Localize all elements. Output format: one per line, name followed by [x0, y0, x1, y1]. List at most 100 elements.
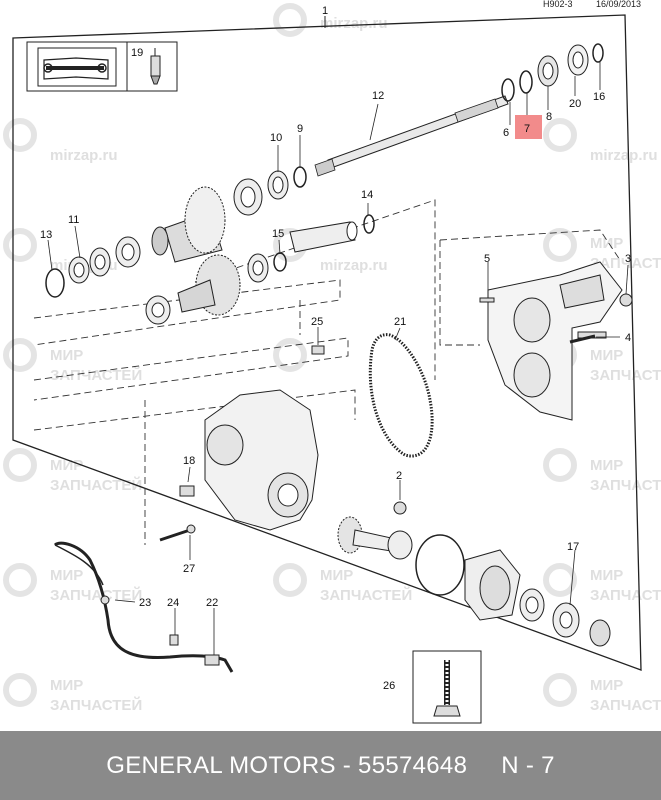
watermark-line2: ЗАПЧАСТЕЙ [50, 366, 142, 384]
brand-name: GENERAL MOTORS [106, 751, 336, 779]
bolt-detail-box [412, 650, 482, 724]
output-cover [464, 549, 521, 621]
gasket-21 [368, 333, 434, 458]
part-number: 55574648 [358, 751, 468, 779]
sensor-23 [100, 595, 110, 605]
callout-1: 1 [322, 5, 328, 17]
callout-26: 26 [383, 680, 395, 692]
callout-23: 23 [139, 597, 151, 609]
watermark-line2: ЗАПЧАСТЕЙ [50, 476, 142, 494]
lubricant-reference-box: 19 [26, 41, 178, 92]
watermark-line1: МИР [590, 235, 623, 252]
service-manual-icon [37, 47, 117, 87]
flange-nut [589, 619, 611, 647]
leader-lines [47, 62, 629, 655]
watermark-site: mirzap.ru [590, 147, 658, 164]
callout-4: 4 [625, 332, 631, 344]
ring-6 [501, 78, 515, 102]
callout-7: 7 [524, 123, 530, 135]
callout-2: 2 [396, 470, 402, 482]
callout-21: 21 [394, 316, 406, 328]
separator: - [342, 751, 352, 779]
assembly-frame [12, 14, 642, 671]
callout-14: 14 [361, 189, 373, 201]
ring-13 [45, 268, 65, 298]
ring-16 [592, 43, 604, 63]
bearing-11a [68, 256, 90, 284]
watermark-site: mirzap.ru [320, 15, 388, 32]
callout-27: 27 [183, 563, 195, 575]
rear-housing [479, 261, 633, 421]
diagram-date: 16/09/2013 [596, 0, 641, 9]
bearing-20 [567, 44, 589, 76]
diagram-reference: N - 7 [501, 751, 555, 779]
part-info-banner: GENERAL MOTORS - 55574648 N - 7 [0, 731, 661, 800]
watermark-line1: МИР [50, 567, 83, 584]
watermark-site: mirzap.ru [50, 147, 118, 164]
grease-tube-icon [150, 48, 161, 85]
callout-19: 19 [131, 47, 143, 59]
bolt-27 [159, 524, 196, 542]
watermark-line1: МИР [590, 347, 623, 364]
watermark-line1: МИР [320, 567, 353, 584]
callout-12: 12 [372, 90, 384, 102]
callout-10: 10 [270, 132, 282, 144]
watermark-line1: МИР [590, 567, 623, 584]
callout-15: 15 [272, 228, 284, 240]
drive-gear [151, 186, 226, 263]
callout-16: 16 [593, 91, 605, 103]
callout-8: 8 [546, 111, 552, 123]
callout-5: 5 [484, 253, 490, 265]
callout-13: 13 [40, 229, 52, 241]
bevel-gear [145, 254, 241, 325]
wiring-harness [53, 541, 234, 673]
watermark-line2: ЗАПЧАСТЕЙ [590, 254, 661, 272]
clip-24 [169, 634, 179, 646]
watermark-line2: ЗАПЧАСТЕЙ [590, 696, 661, 714]
ring-14 [363, 214, 375, 234]
part-7-highlight [515, 115, 542, 139]
watermark-line2: ЗАПЧАСТЕЙ [590, 476, 661, 494]
diagram-code: H902-3 [543, 0, 573, 9]
sleeve [289, 221, 358, 253]
ring-7 [519, 70, 533, 94]
callout-3: 3 [625, 253, 631, 265]
watermark-line2: ЗАПЧАСТЕЙ [590, 366, 661, 384]
connector-22 [204, 654, 220, 666]
callout-17: 17 [567, 541, 579, 553]
watermark-line2: ЗАПЧАСТЕЙ [50, 586, 142, 604]
bearing-upper [233, 178, 263, 216]
plug-2 [393, 501, 407, 515]
watermark-line1: МИР [50, 347, 83, 364]
callout-22: 22 [206, 597, 218, 609]
watermark-line2: ЗАПЧАСТЕЙ [50, 696, 142, 714]
callout-6: 6 [503, 127, 509, 139]
bearing-11b [89, 247, 111, 277]
watermark-layer: mirzap.ru mirzap.ru mirzap.ru mirzap.ru … [3, 3, 661, 714]
watermark-line2: ЗАПЧАСТЕЙ [590, 586, 661, 604]
watermark-line1: МИР [50, 457, 83, 474]
callout-9: 9 [297, 123, 303, 135]
parts-diagram: mirzap.ru mirzap.ru mirzap.ru mirzap.ru … [3, 0, 661, 724]
seal-17 [552, 602, 580, 638]
bearing-lower [519, 588, 545, 622]
callout-11: 11 [68, 214, 79, 226]
callout-20: 20 [569, 98, 581, 110]
transfer-case-housing [179, 389, 319, 531]
watermark-site: mirzap.ru [320, 257, 388, 274]
watermark-line1: МИР [590, 457, 623, 474]
bearing-8 [537, 55, 559, 87]
watermark-line2: ЗАПЧАСТЕЙ [320, 586, 412, 604]
callout-25: 25 [311, 316, 323, 328]
callout-18: 18 [183, 455, 195, 467]
callout-24: 24 [167, 597, 179, 609]
ring-9 [293, 166, 307, 188]
watermark-line1: МИР [590, 677, 623, 694]
plug-25 [311, 345, 325, 355]
bearing-left [115, 236, 141, 268]
bearing-10 [267, 170, 289, 200]
output-shaft [337, 516, 413, 560]
watermark-line1: МИР [50, 677, 83, 694]
bearing-15 [247, 253, 269, 283]
main-shaft [314, 95, 509, 177]
